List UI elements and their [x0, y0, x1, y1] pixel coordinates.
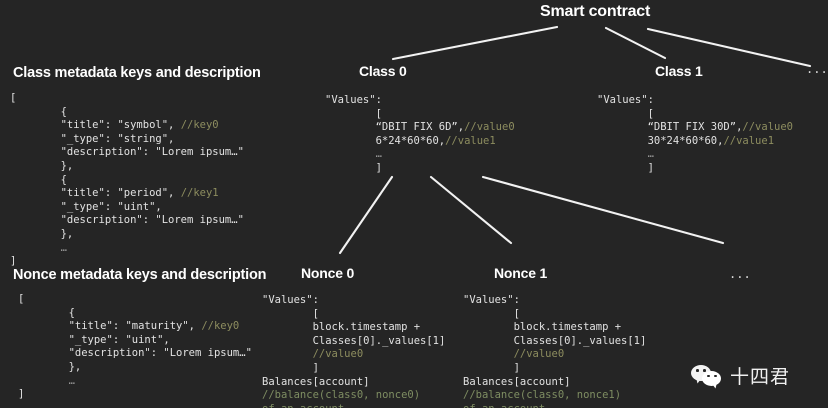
code-line: block.timestamp +: [463, 321, 622, 334]
code-line: },: [10, 159, 74, 172]
code-line: “DBIT FIX 6D”,//value0: [325, 121, 515, 134]
code-comment: //value0: [464, 121, 515, 134]
code-line: },: [18, 360, 82, 373]
class-1-values-code: "Values": [ “DBIT FIX 30D”,//value0 30*2…: [597, 94, 793, 176]
code-line: "description": "Lorem ipsum…": [10, 146, 244, 159]
node-nonce-1-label: Nonce 1: [494, 265, 548, 281]
code-line: ]: [325, 161, 382, 174]
code-comment: //value0: [742, 121, 793, 134]
code-line: ]: [262, 361, 319, 374]
nonce-0-values-code: "Values": [ block.timestamp + Classes[0]…: [262, 294, 445, 408]
code-line: 30*24*60*60,//value1: [597, 134, 775, 147]
code-line: 6*24*60*60,//value1: [325, 134, 496, 147]
code-line: },: [10, 227, 74, 240]
code-line: Classes[0]._values[1]: [463, 334, 647, 347]
nonce-1-values-code: "Values": [ block.timestamp + Classes[0]…: [463, 294, 646, 408]
code-line: …: [325, 148, 382, 161]
class-0-values-code: "Values": [ “DBIT FIX 6D”,//value0 6*24*…: [325, 94, 515, 176]
code-line: …: [18, 374, 75, 387]
class-metadata-code: [ { "title": "symbol", //key0 "_type": "…: [10, 92, 244, 269]
code-line: //balance(class0, nonce1): [463, 389, 622, 402]
code-line: "title": "maturity", //key0: [18, 320, 240, 333]
node-nonce-0-label: Nonce 0: [301, 265, 355, 281]
code-comment: //key1: [180, 187, 219, 200]
connector-class0-to-nonce0: [338, 175, 394, 255]
code-line: "_type": "uint",: [10, 200, 162, 213]
code-comment: //value1: [445, 134, 496, 147]
code-line: [: [463, 307, 520, 320]
code-line: Balances[account]: [463, 375, 571, 388]
connector-root-to-class0: [391, 25, 559, 61]
nonces-more-ellipsis: ...: [729, 267, 751, 281]
classes-more-ellipsis: ...: [806, 62, 828, 76]
code-line: …: [597, 148, 654, 161]
code-line: ]: [10, 255, 17, 268]
node-class-0-label: Class 0: [359, 63, 407, 79]
code-line: //value0: [463, 348, 565, 361]
code-line: "title": "period", //key1: [10, 187, 219, 200]
nonce-metadata-title: Nonce metadata keys and description: [13, 267, 267, 283]
code-line: block.timestamp +: [262, 321, 421, 334]
code-line: ]: [597, 161, 654, 174]
watermark: 十四君: [691, 362, 790, 389]
code-line: …: [10, 241, 67, 254]
code-line: "title": "symbol", //key0: [10, 119, 219, 132]
connector-class0-to-nonce1: [429, 175, 513, 245]
code-line: [: [325, 107, 382, 120]
code-line: ]: [463, 361, 520, 374]
node-class-1-label: Class 1: [655, 63, 703, 79]
code-line: "Values":: [325, 94, 382, 106]
code-line: Classes[0]._values[1]: [262, 334, 446, 347]
code-line: "Values":: [262, 294, 319, 306]
code-line: "_type": "string",: [10, 132, 175, 145]
code-line: [: [597, 107, 654, 120]
code-comment: //key0: [180, 119, 219, 132]
code-comment: //value1: [723, 134, 775, 147]
code-line: //value0: [262, 348, 364, 361]
code-line: "_type": "uint",: [18, 333, 170, 346]
watermark-text: 十四君: [730, 366, 791, 388]
code-comment: //key0: [201, 320, 240, 333]
code-line: {: [10, 105, 67, 118]
code-line: [: [10, 92, 17, 104]
nonce-metadata-code: [ { "title": "maturity", //key0 "_type":…: [18, 293, 252, 402]
wechat-icon: [691, 364, 723, 387]
code-line: of an account: [262, 403, 445, 408]
code-line: {: [10, 173, 67, 186]
node-smart-contract-label: Smart contract: [540, 3, 651, 20]
code-line: ]: [18, 388, 25, 401]
code-line: [: [18, 293, 25, 305]
code-line: [: [262, 307, 319, 320]
code-line: //balance(class0, nonce0): [262, 389, 421, 402]
code-line: Balances[account]: [262, 375, 370, 388]
class-metadata-title: Class metadata keys and description: [13, 65, 261, 81]
code-line: of an account: [463, 403, 646, 408]
code-line: {: [18, 306, 75, 319]
connector-root-to-class1: [604, 26, 667, 60]
code-line: “DBIT FIX 30D”,//value0: [597, 121, 793, 134]
code-line: "description": "Lorem ipsum…": [10, 214, 244, 227]
code-line: "Values":: [597, 94, 654, 106]
connector-root-to-more: [646, 27, 812, 68]
code-line: "description": "Lorem ipsum…": [18, 347, 252, 360]
connector-class0-to-more: [481, 175, 725, 245]
code-line: "Values":: [463, 294, 520, 306]
